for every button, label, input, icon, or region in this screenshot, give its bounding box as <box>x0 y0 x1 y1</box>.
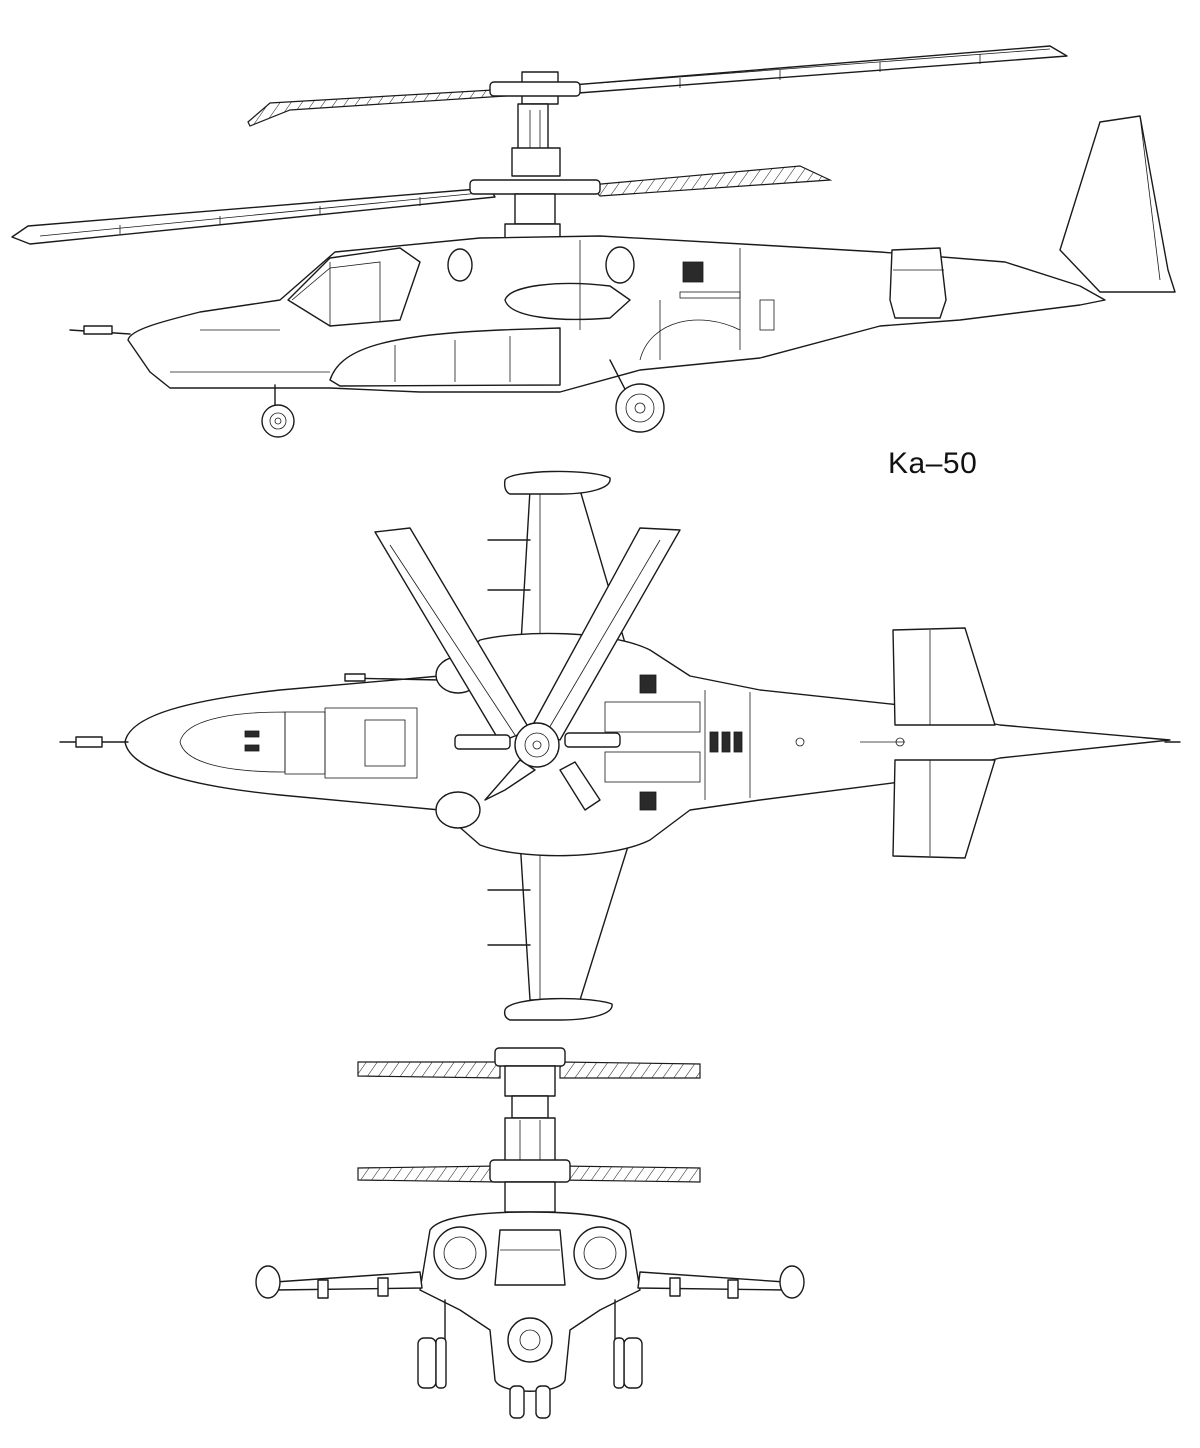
front-body <box>419 1211 641 1392</box>
top-intake-grilles <box>604 674 743 811</box>
top-rotor-blades <box>374 527 681 811</box>
front-wings <box>255 1265 805 1299</box>
aircraft-designation-label: Ka–50 <box>888 447 978 480</box>
top-fuselage <box>59 632 1181 857</box>
front-lower-rotor <box>357 1159 701 1213</box>
side-upper-rotor <box>247 45 1068 127</box>
top-wing-lower <box>487 839 631 1021</box>
top-rotor-hub <box>514 722 560 768</box>
side-view <box>11 45 1176 438</box>
side-fuselage <box>69 115 1176 393</box>
top-stabiliser <box>892 627 996 859</box>
side-landing-gear <box>261 359 665 438</box>
side-lower-rotor <box>11 165 833 245</box>
front-rotor-mast <box>504 1095 556 1163</box>
top-view <box>59 470 1181 1021</box>
side-rotor-mast <box>469 71 601 239</box>
front-view <box>255 1047 805 1419</box>
front-landing-gear <box>417 1299 643 1419</box>
front-upper-rotor <box>357 1047 701 1097</box>
